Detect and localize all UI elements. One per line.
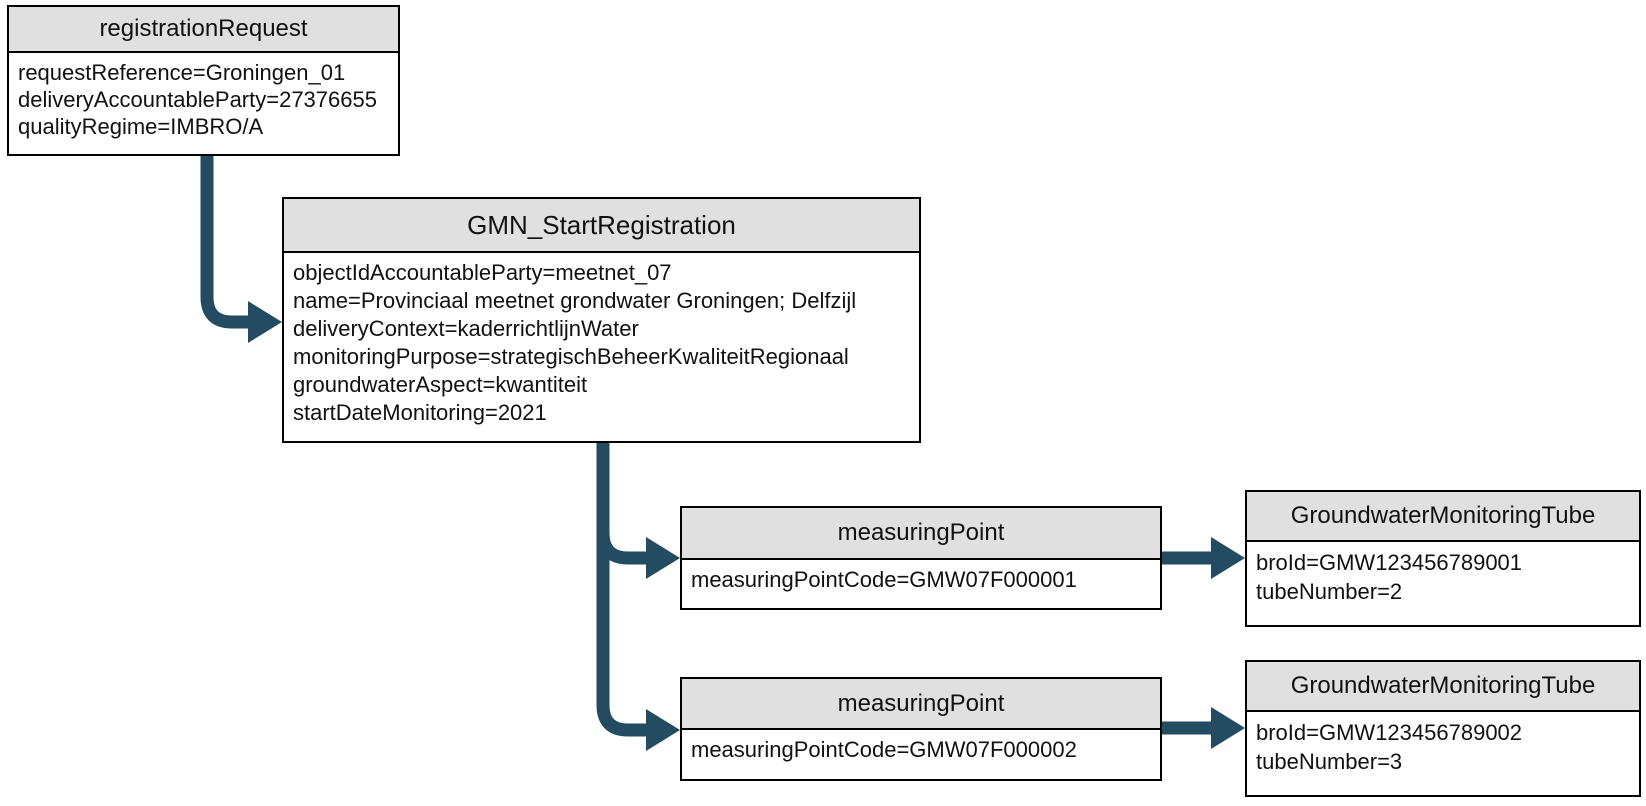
attribute-line: requestReference=Groningen_01 xyxy=(18,60,346,85)
node-attributes: broId=GMW123456789001 tubeNumber=2 xyxy=(1247,542,1639,625)
node-title: measuringPoint xyxy=(682,679,1160,730)
attribute-line: name=Provinciaal meetnet grondwater Gron… xyxy=(293,288,857,313)
arrow-gmn-to-measuringpoint-2 xyxy=(596,443,680,751)
attribute-line: measuringPointCode=GMW07F000002 xyxy=(691,737,1077,762)
attribute-line: groundwaterAspect=kwantiteit xyxy=(293,372,588,397)
attribute-line: monitoringPurpose=strategischBeheerKwali… xyxy=(293,344,849,369)
attribute-line: broId=GMW123456789001 xyxy=(1256,550,1523,575)
node-title: registrationRequest xyxy=(9,7,398,53)
node-attributes: requestReference=Groningen_01 deliveryAc… xyxy=(9,53,398,154)
node-title: measuringPoint xyxy=(682,508,1160,560)
attribute-line: objectIdAccountableParty=meetnet_07 xyxy=(293,260,672,285)
node-attributes: broId=GMW123456789002 tubeNumber=3 xyxy=(1247,712,1639,795)
arrow-measuringpoint-2-to-tube-2 xyxy=(1162,707,1245,749)
node-attributes: measuringPointCode=GMW07F000002 xyxy=(682,730,1160,779)
node-groundwater-monitoring-tube-1: GroundwaterMonitoringTube broId=GMW12345… xyxy=(1245,490,1641,627)
node-groundwater-monitoring-tube-2: GroundwaterMonitoringTube broId=GMW12345… xyxy=(1245,660,1641,797)
node-attributes: objectIdAccountableParty=meetnet_07 name… xyxy=(284,253,919,441)
attribute-line: deliveryAccountableParty=27376655 xyxy=(18,87,377,112)
node-title: GroundwaterMonitoringTube xyxy=(1247,492,1639,542)
attribute-line: startDateMonitoring=2021 xyxy=(293,400,547,425)
attribute-line: qualityRegime=IMBRO/A xyxy=(18,114,264,139)
node-title: GMN_StartRegistration xyxy=(284,199,919,253)
node-attributes: measuringPointCode=GMW07F000001 xyxy=(682,560,1160,608)
arrow-measuringpoint-1-to-tube-1 xyxy=(1162,537,1245,579)
node-measuring-point-2: measuringPoint measuringPointCode=GMW07F… xyxy=(680,677,1162,781)
node-title: GroundwaterMonitoringTube xyxy=(1247,662,1639,712)
attribute-line: tubeNumber=3 xyxy=(1256,749,1403,774)
arrow-registration-to-gmn xyxy=(200,155,282,343)
attribute-line: deliveryContext=kaderrichtlijnWater xyxy=(293,316,639,341)
attribute-line: broId=GMW123456789002 xyxy=(1256,720,1523,745)
attribute-line: measuringPointCode=GMW07F000001 xyxy=(691,567,1077,592)
node-registration-request: registrationRequest requestReference=Gro… xyxy=(7,5,400,156)
node-gmn-start-registration: GMN_StartRegistration objectIdAccountabl… xyxy=(282,197,921,443)
attribute-line: tubeNumber=2 xyxy=(1256,579,1403,604)
node-measuring-point-1: measuringPoint measuringPointCode=GMW07F… xyxy=(680,506,1162,610)
arrow-gmn-to-measuringpoint-1 xyxy=(596,443,680,579)
